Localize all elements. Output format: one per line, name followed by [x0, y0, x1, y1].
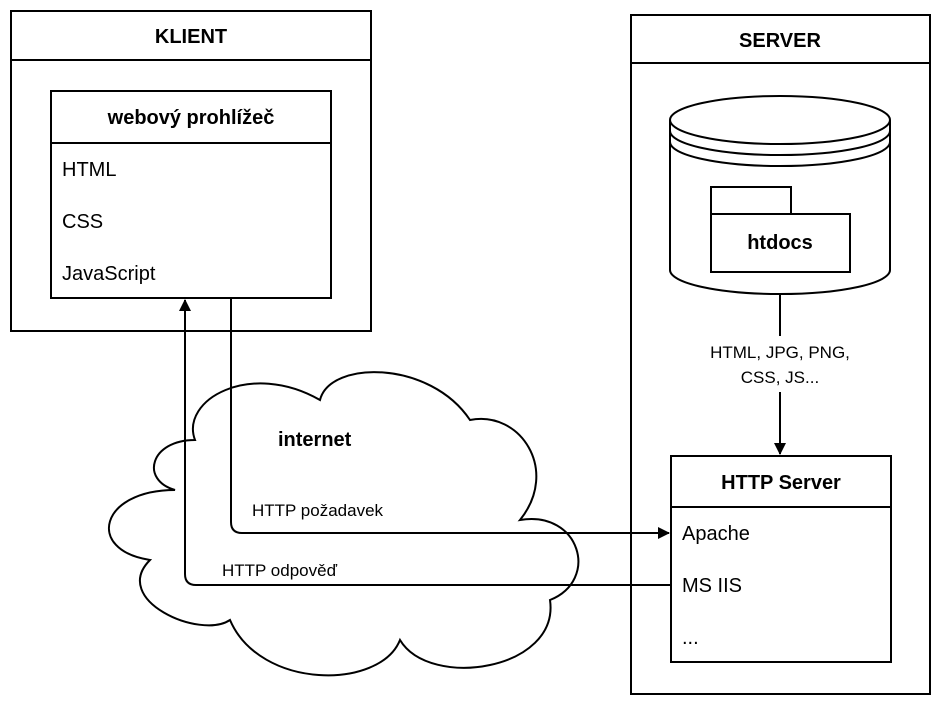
htdocs-label: htdocs: [747, 232, 813, 254]
folder-icon: htdocs: [710, 186, 851, 273]
server-box: SERVER htdocs HTML, JPG, PNG, CSS, JS...…: [630, 14, 931, 695]
browser-title: webový prohlížeč: [107, 107, 275, 129]
http-server-item-msiis: MS IIS: [682, 575, 742, 597]
browser-box: webový prohlížeč HTML CSS JavaScript: [50, 90, 332, 299]
http-server-box: HTTP Server Apache MS IIS ...: [670, 455, 892, 663]
browser-item-javascript: JavaScript: [62, 263, 156, 285]
http-response-label: HTTP odpověď: [222, 561, 338, 580]
browser-item-html: HTML: [62, 159, 116, 181]
server-title: SERVER: [739, 30, 821, 52]
http-response-arrow: [179, 299, 671, 586]
file-types-line-1: HTML, JPG, PNG,: [710, 343, 850, 362]
client-box: KLIENT webový prohlížeč HTML CSS JavaScr…: [10, 10, 372, 332]
http-request-arrow: [230, 298, 670, 539]
internet-cloud: internet: [108, 371, 580, 677]
browser-item-css: CSS: [62, 211, 103, 233]
client-title: KLIENT: [155, 26, 227, 48]
http-server-item-apache: Apache: [682, 523, 750, 545]
internet-label: internet: [278, 429, 352, 451]
http-request-label: HTTP požadavek: [252, 501, 384, 520]
file-types-line-2: CSS, JS...: [741, 368, 819, 387]
http-server-item-more: ...: [682, 627, 699, 649]
http-server-title: HTTP Server: [721, 472, 841, 494]
